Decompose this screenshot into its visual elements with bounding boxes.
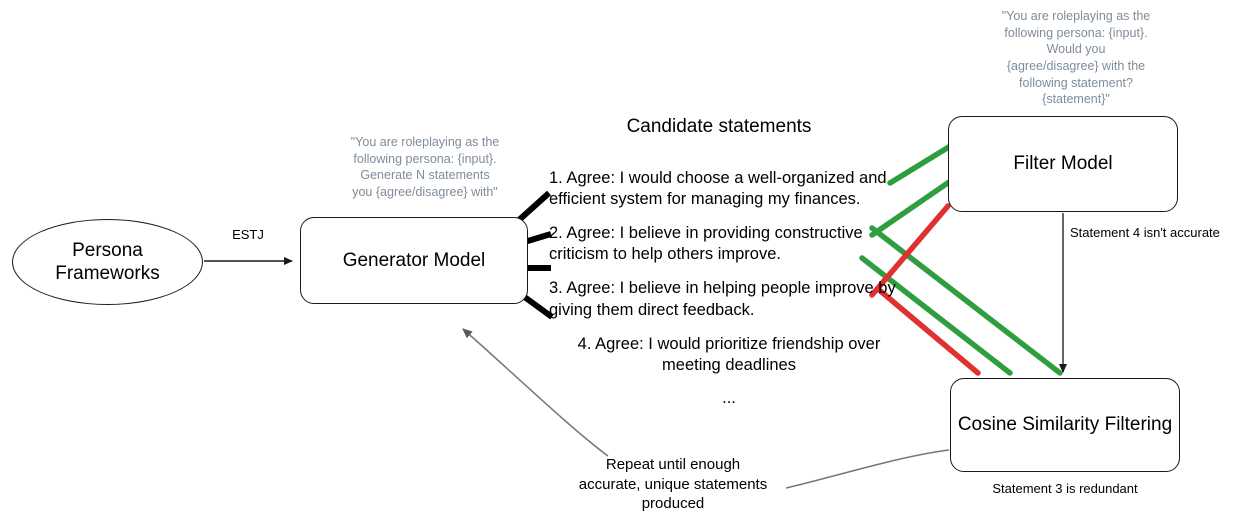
- node-filter-model-label: Filter Model: [1013, 153, 1113, 175]
- node-generator-model[interactable]: Generator Model: [300, 217, 528, 304]
- list-item: 3. Agree: I believe in helping people im…: [549, 279, 896, 319]
- node-persona-frameworks-label: Persona Frameworks: [55, 239, 160, 284]
- candidate-statements-title: Candidate statements: [626, 116, 812, 137]
- edge-label-feedback-loop: Repeat until enough accurate, unique sta…: [578, 456, 768, 512]
- caption-statement-3-redundant: Statement 3 is redundant: [992, 481, 1138, 496]
- edge-label-estj: ESTJ: [232, 227, 264, 242]
- node-cosine-similarity-filtering-label: Cosine Similarity Filtering: [957, 414, 1173, 436]
- list-item: 2. Agree: I believe in providing constru…: [549, 224, 863, 264]
- list-item: 1. Agree: I would choose a well-organize…: [549, 169, 887, 209]
- node-cosine-similarity-filtering[interactable]: Cosine Similarity Filtering: [950, 378, 1180, 472]
- note-filter-prompt: "You are roleplaying as the following pe…: [1001, 9, 1151, 107]
- node-filter-model[interactable]: Filter Model: [948, 116, 1178, 212]
- edge-cosine-to-feedback: [785, 449, 950, 489]
- note-generator-prompt: "You are roleplaying as the following pe…: [350, 135, 500, 199]
- node-persona-frameworks[interactable]: Persona Frameworks: [12, 219, 203, 305]
- list-item: 4. Agree: I would prioritize friendship …: [577, 334, 881, 374]
- candidate-statements-list: 1. Agree: I would choose a well-organize…: [549, 168, 909, 408]
- edge-label-statement-4-inaccurate: Statement 4 isn't accurate: [1070, 225, 1220, 240]
- list-ellipsis: ...: [722, 388, 736, 407]
- node-generator-model-label: Generator Model: [342, 249, 486, 271]
